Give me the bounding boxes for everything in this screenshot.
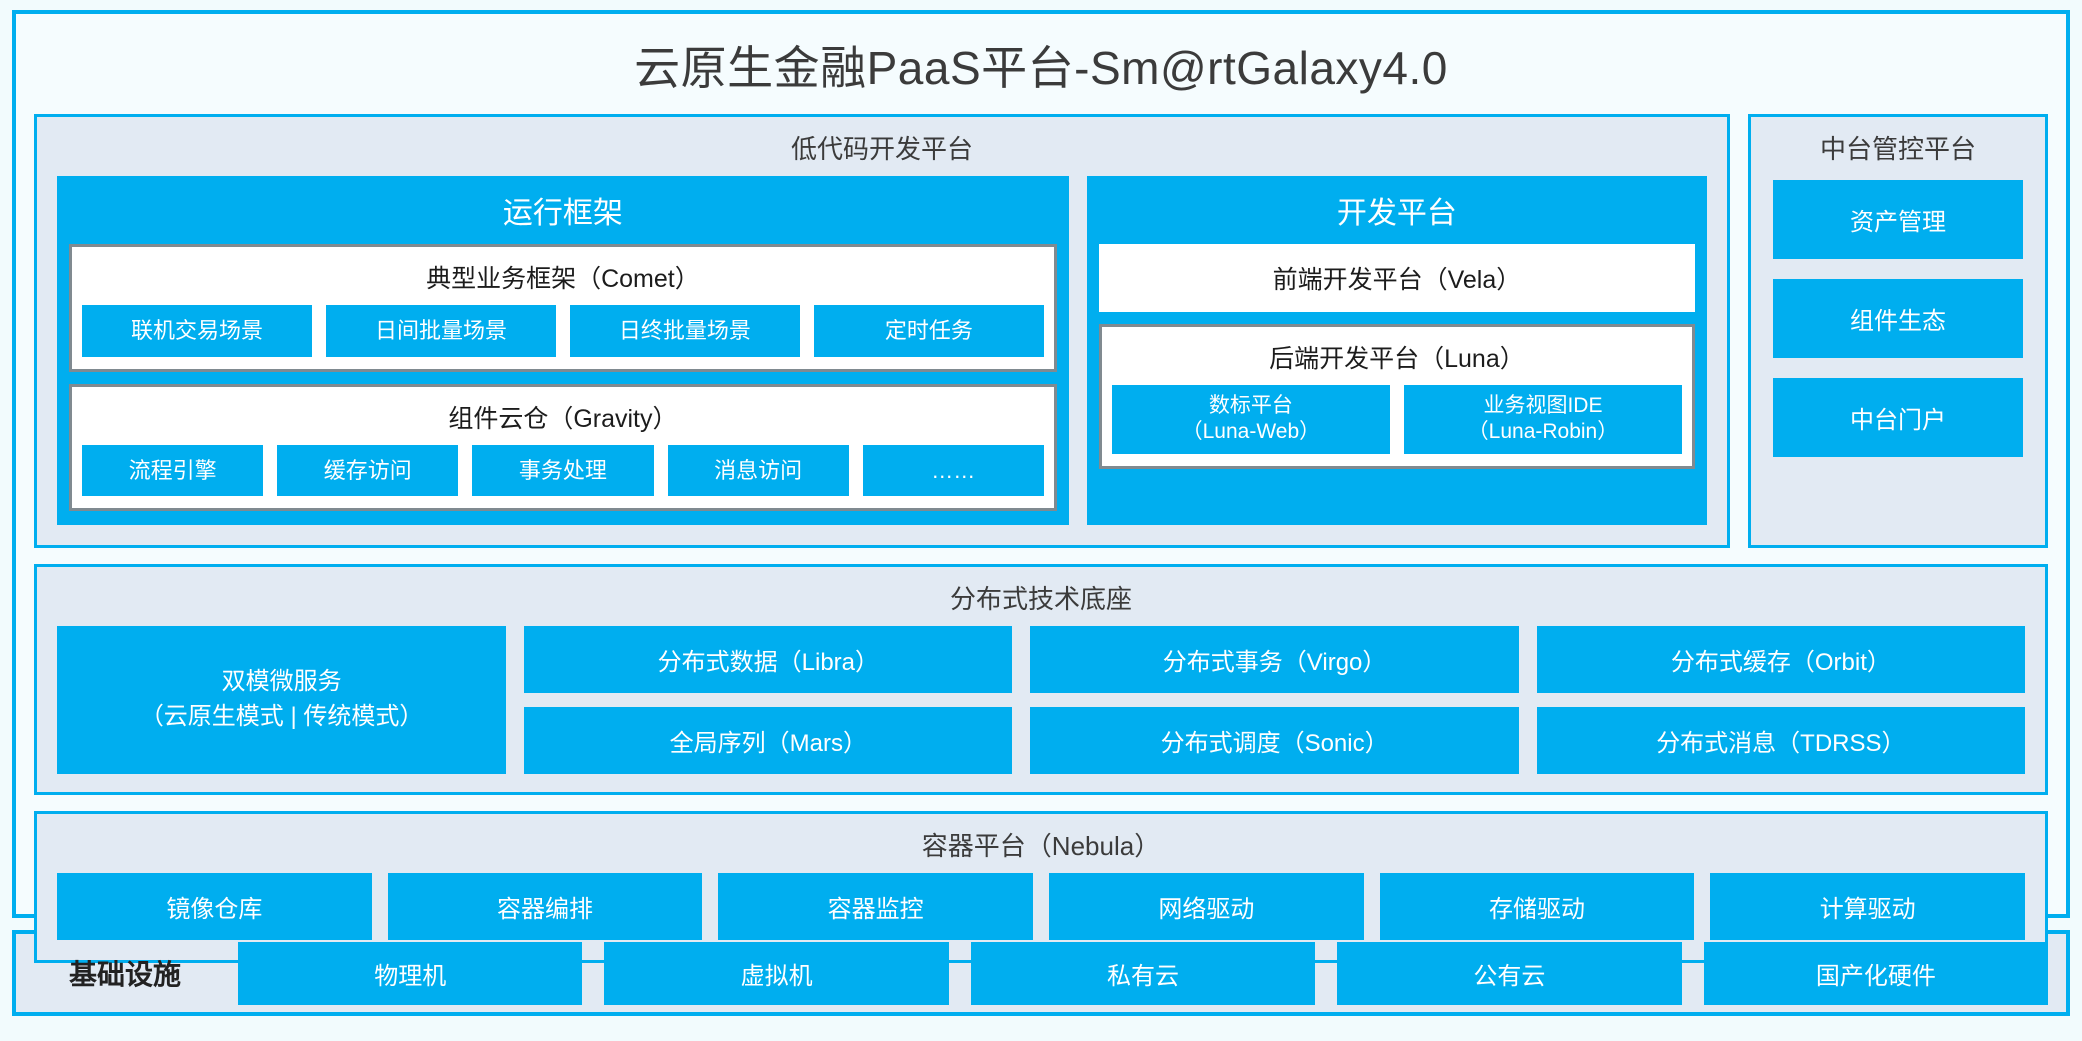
container-item-network-driver[interactable]: 网络驱动 <box>1049 873 1364 940</box>
tech-column-cache: 分布式缓存（Orbit） 分布式消息（TDRSS） <box>1536 626 2025 774</box>
control-item-component-ecosystem[interactable]: 组件生态 <box>1773 279 2023 358</box>
gravity-title: 组件云仓（Gravity） <box>448 404 678 433</box>
tech-column-microservice: 双模微服务 （云原生模式 | 传统模式） <box>57 626 507 774</box>
tech-column-transaction: 分布式事务（Virgo） 分布式调度（Sonic） <box>1030 626 1519 774</box>
infra-item-virtual-machine[interactable]: 虚拟机 <box>604 941 949 1005</box>
microservice-mode: （云原生模式 | 传统模式） <box>139 703 424 730</box>
infra-item-physical-machine[interactable]: 物理机 <box>238 941 583 1005</box>
luna-web-code: （Luna-Web） <box>1181 420 1321 444</box>
control-platform-panel: 中台管控平台 资产管理 组件生态 中台门户 <box>1748 114 2048 548</box>
infra-item-domestic-hardware[interactable]: 国产化硬件 <box>1703 941 2049 1005</box>
gravity-item[interactable]: 事务处理 <box>472 444 654 496</box>
comet-item[interactable]: 日终批量场景 <box>569 305 800 357</box>
microservice-name: 双模微服务 <box>221 668 342 696</box>
tech-foundation-body: 双模微服务 （云原生模式 | 传统模式） 分布式数据（Libra） 全局序列（M… <box>37 626 2045 792</box>
dev-platform-title: 开发平台 <box>1336 197 1457 230</box>
tech-foundation-title: 分布式技术底座 <box>949 584 1132 614</box>
control-item-portal[interactable]: 中台门户 <box>1773 378 2023 457</box>
dev-platform-block: 开发平台 前端开发平台（Vela） 后端开发平台（Luna） 数标平台 （Lun… <box>1086 176 1707 525</box>
tech-item-orbit[interactable]: 分布式缓存（Orbit） <box>1536 626 2025 693</box>
runtime-framework-title: 运行框架 <box>502 197 623 230</box>
container-platform-items: 镜像仓库 容器编排 容器监控 网络驱动 存储驱动 计算驱动 <box>37 873 2045 960</box>
container-item-compute-driver[interactable]: 计算驱动 <box>1710 873 2026 940</box>
backend-dev-platform-items: 数标平台 （Luna-Web） 业务视图IDE （Luna-Robin） <box>1111 385 1682 454</box>
tech-item-mars[interactable]: 全局序列（Mars） <box>524 707 1013 774</box>
lowcode-platform-title: 低代码开发平台 <box>790 134 973 164</box>
container-platform-panel: 容器平台（Nebula） 镜像仓库 容器编排 容器监控 网络驱动 存储驱动 计算… <box>34 811 2048 963</box>
control-platform-title: 中台管控平台 <box>1819 134 1976 164</box>
luna-robin-name: 业务视图IDE <box>1483 394 1603 417</box>
infra-item-private-cloud[interactable]: 私有云 <box>970 941 1316 1005</box>
comet-items: 联机交易场景 日间批量场景 日终批量场景 定时任务 <box>82 305 1044 357</box>
tech-item-libra[interactable]: 分布式数据（Libra） <box>524 626 1013 693</box>
gravity-box: 组件云仓（Gravity） 流程引擎 缓存访问 事务处理 消息访问 …… <box>69 383 1057 511</box>
luna-web-name: 数标平台 <box>1208 394 1293 417</box>
comet-item[interactable]: 日间批量场景 <box>325 305 556 357</box>
tech-item-sonic[interactable]: 分布式调度（Sonic） <box>1030 707 1519 774</box>
infra-item-public-cloud[interactable]: 公有云 <box>1337 941 1682 1005</box>
lowcode-platform-body: 运行框架 典型业务框架（Comet） 联机交易场景 日间批量场景 日终批量场景 … <box>37 176 1727 545</box>
infrastructure-label: 基础设施 <box>68 959 181 990</box>
frontend-dev-platform[interactable]: 前端开发平台（Vela） <box>1098 244 1695 312</box>
container-item-monitoring[interactable]: 容器监控 <box>718 873 1034 940</box>
comet-item[interactable]: 定时任务 <box>813 305 1044 357</box>
control-item-asset-management[interactable]: 资产管理 <box>1773 180 2023 259</box>
luna-robin-item[interactable]: 业务视图IDE （Luna-Robin） <box>1403 385 1682 454</box>
gravity-item[interactable]: 流程引擎 <box>82 444 264 496</box>
gravity-item-ellipsis[interactable]: …… <box>862 444 1044 496</box>
platform-frame: 云原生金融PaaS平台-Sm@rtGalaxy4.0 低代码开发平台 运行框架 … <box>12 10 2070 963</box>
runtime-framework-block: 运行框架 典型业务框架（Comet） 联机交易场景 日间批量场景 日终批量场景 … <box>57 176 1069 525</box>
control-platform-items: 资产管理 组件生态 中台门户 <box>1751 176 2045 545</box>
gravity-items: 流程引擎 缓存访问 事务处理 消息访问 …… <box>82 444 1044 496</box>
page-title: 云原生金融PaaS平台-Sm@rtGalaxy4.0 <box>634 42 1448 94</box>
lowcode-platform-panel: 低代码开发平台 运行框架 典型业务框架（Comet） 联机交易场景 日间批量场景… <box>34 114 1730 548</box>
comet-box: 典型业务框架（Comet） 联机交易场景 日间批量场景 日终批量场景 定时任务 <box>69 244 1057 372</box>
container-item-orchestration[interactable]: 容器编排 <box>387 873 703 940</box>
tech-item-virgo[interactable]: 分布式事务（Virgo） <box>1030 626 1519 693</box>
tech-foundation-panel: 分布式技术底座 双模微服务 （云原生模式 | 传统模式） 分布式数据（Libra… <box>34 564 2048 795</box>
luna-web-item[interactable]: 数标平台 （Luna-Web） <box>1111 385 1390 454</box>
comet-title: 典型业务框架（Comet） <box>426 265 700 293</box>
backend-dev-platform-box: 后端开发平台（Luna） 数标平台 （Luna-Web） 业务视图IDE （Lu… <box>1098 324 1695 469</box>
gravity-item[interactable]: 消息访问 <box>667 444 849 496</box>
gravity-item[interactable]: 缓存访问 <box>277 444 459 496</box>
upper-row: 低代码开发平台 运行框架 典型业务框架（Comet） 联机交易场景 日间批量场景… <box>34 114 2048 548</box>
container-item-image-repo[interactable]: 镜像仓库 <box>57 873 372 940</box>
comet-item[interactable]: 联机交易场景 <box>82 305 312 357</box>
container-item-storage-driver[interactable]: 存储驱动 <box>1379 873 1695 940</box>
luna-robin-code: （Luna-Robin） <box>1467 420 1619 444</box>
tech-item-tdrss[interactable]: 分布式消息（TDRSS） <box>1536 707 2025 774</box>
tech-column-data: 分布式数据（Libra） 全局序列（Mars） <box>524 626 1013 774</box>
dual-mode-microservice[interactable]: 双模微服务 （云原生模式 | 传统模式） <box>57 626 507 774</box>
infrastructure-bar: 基础设施 物理机 虚拟机 私有云 公有云 国产化硬件 <box>12 930 2070 1016</box>
backend-dev-platform-title: 后端开发平台（Luna） <box>1269 345 1525 373</box>
container-platform-title: 容器平台（Nebula） <box>921 831 1161 861</box>
